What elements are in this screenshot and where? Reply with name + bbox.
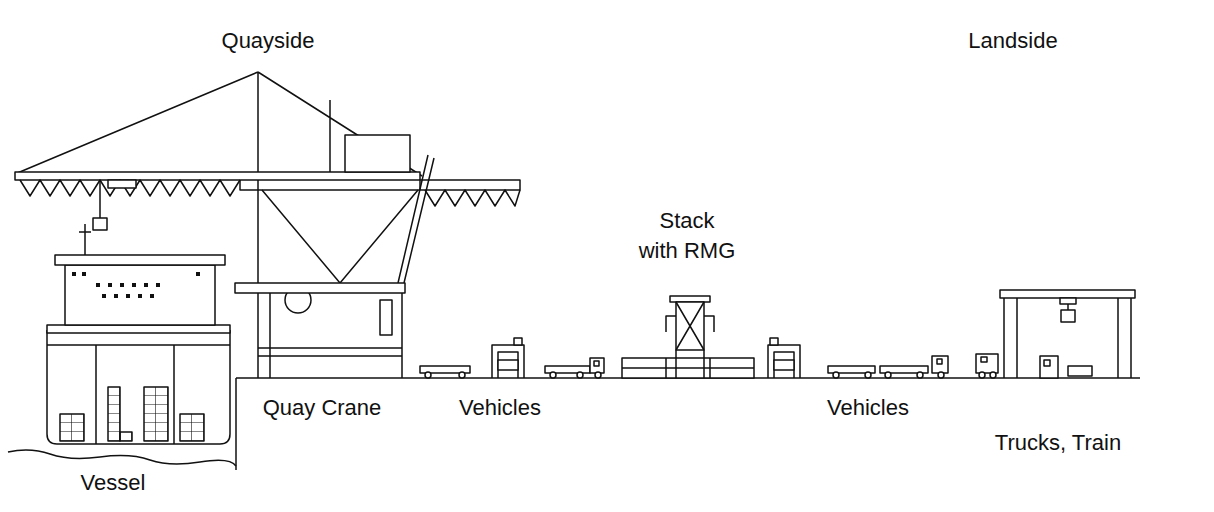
ship-windows [72,272,200,298]
portal-beam [235,283,405,293]
ship-window [108,283,112,287]
wheel [938,372,944,378]
straddle-carrier [492,345,524,378]
wheel [459,372,465,378]
ship-window [72,272,76,276]
wheel [550,372,556,378]
ship-window [82,272,86,276]
boom-girder [240,180,420,190]
carried-container [498,360,518,370]
part-label: Trucks, Train [995,428,1121,458]
wheel [833,372,839,378]
ship-house [65,265,215,325]
landside-vehicles [768,338,998,378]
container-stack [180,414,204,441]
wheel [595,372,601,378]
truck-cab [590,358,604,373]
ship-window [96,283,100,287]
quay-crane-drawing [15,72,520,378]
landside-gantry [1000,290,1135,378]
ship-hull [47,330,230,444]
container-stack [60,414,84,441]
tractor [976,354,998,373]
hoist-rope [1067,304,1069,310]
ship-window [132,283,136,287]
quay-wall [235,378,237,470]
truck-window [937,359,942,364]
wheel [577,372,583,378]
ship-window [196,272,200,276]
wheel [979,372,985,378]
truck-cab [1040,356,1058,378]
water-line [8,450,236,466]
backreach-truss [425,190,520,206]
wheel [885,372,891,378]
ship-window [126,294,130,298]
wheel [425,372,431,378]
crane-stays [15,72,422,378]
ship-window [144,283,148,287]
ship-mast [79,224,91,255]
part-label: Vehicles [827,393,909,423]
wheel [990,372,996,378]
ship-deck [47,325,230,333]
rmg-top-beam [670,296,710,302]
stack-lines [622,358,754,378]
ship-hold-lines [47,345,230,444]
ship-window [156,283,160,287]
crane-boom [15,172,420,180]
part-label: Quay Crane [263,393,382,423]
stack-drawing [622,296,754,378]
ship-window [120,283,124,287]
part-label: Vehicles [459,393,541,423]
hoisted-container [93,218,107,230]
crane-trolley [108,180,136,188]
crane-pole [398,155,434,283]
wheel [865,372,871,378]
container-stack [622,358,754,378]
rmg-arms [666,316,714,332]
truck-window [1044,360,1050,366]
vessel-drawing [47,224,230,444]
machine-house [345,135,410,172]
crane-backreach [420,180,520,190]
wheel [917,372,923,378]
hoist-rope [99,180,101,218]
gantry-legs [1004,298,1131,378]
ship-window [138,294,142,298]
container-stack [120,432,132,441]
container-stack [108,387,120,441]
rail-wagon [1068,366,1092,376]
tractor-window [981,357,987,362]
crane-cabin [380,300,392,335]
region-label: Quayside [222,26,315,56]
straddle-carrier [768,345,800,378]
portal-legs [258,293,402,378]
truck-window [594,361,599,366]
ship-window [114,294,118,298]
ship-window [102,294,106,298]
truck-cab [932,356,948,373]
quayside-vehicles [420,338,604,378]
part-label: Stack with RMG [638,206,736,266]
straddle-cab [770,338,778,345]
boom-truss [20,180,240,196]
crane-bracing [262,190,418,283]
region-label: Landside [968,26,1057,56]
rmg-bracing [676,302,704,378]
part-label: Vessel [81,468,146,498]
gantry-beam [1000,290,1135,298]
ship-window [150,294,154,298]
ship-bridge [55,255,225,265]
gantry-trolley [1060,298,1076,304]
carried-container [774,360,794,370]
container-stack [144,387,168,441]
hoisted-container [1061,310,1075,322]
straddle-cab [514,338,522,345]
